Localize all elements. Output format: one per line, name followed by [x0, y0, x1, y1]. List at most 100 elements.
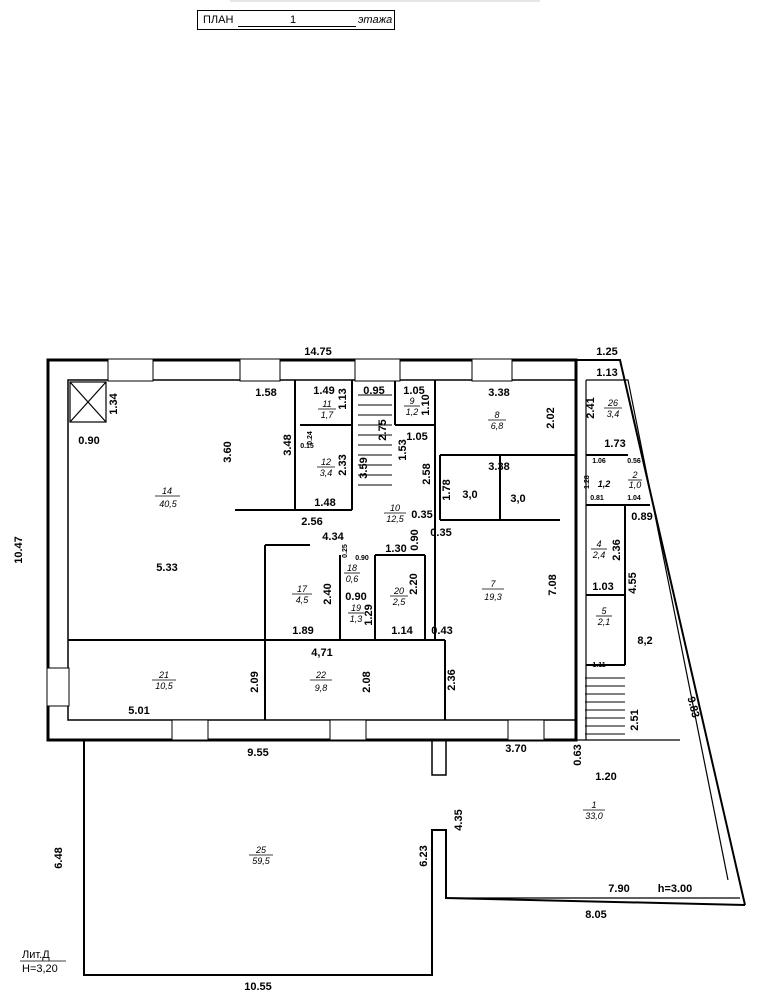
room-14-number: 14	[162, 486, 172, 496]
dim-2-33: 2.33	[337, 454, 349, 475]
dim-1-13-top: 1.13	[596, 367, 617, 379]
dim-2-58: 2.58	[421, 463, 433, 484]
dim-0-35-b: 0.35	[430, 527, 451, 539]
dim-1-13-mid: 1.13	[337, 388, 349, 409]
dim-2-20: 2.20	[408, 573, 420, 594]
room-14-area: 40,5	[159, 499, 178, 509]
dim-4-35: 4.35	[453, 809, 465, 830]
dim-8-2: 8,2	[637, 635, 652, 647]
walls	[46, 358, 746, 976]
dim-3-60: 3.60	[222, 441, 234, 462]
dim-1-20: 1.20	[595, 771, 616, 783]
room-19-number: 19	[351, 603, 361, 613]
room-8-area: 6,8	[491, 421, 504, 431]
dim-1-05-mid: 1.05	[406, 431, 427, 443]
room-20-number: 20	[393, 586, 404, 596]
room-2-number: 2	[631, 470, 637, 480]
dim-10-47: 10.47	[13, 536, 25, 564]
lower-notch	[431, 740, 447, 776]
room-26-area: 3,4	[607, 409, 620, 419]
building-label: Лит.Д H=3,20	[20, 949, 66, 975]
room-21-number: 21	[158, 670, 169, 680]
room-18-area: 0,6	[346, 574, 359, 584]
dim-1-2: 1,2	[598, 479, 611, 489]
room-11-number: 11	[322, 399, 331, 409]
building-lit: Лит.Д	[22, 949, 50, 961]
dim-2-41: 2.41	[585, 397, 597, 418]
room-22-area: 9,8	[315, 683, 328, 693]
dim-0-90-wc: 0.90	[345, 591, 366, 603]
room-9-area: 1,2	[406, 407, 419, 417]
dim-5-33: 5.33	[156, 562, 177, 574]
dim-0-90-small: 0.90	[355, 555, 369, 562]
room-12-area: 3,4	[320, 468, 333, 478]
dim-9-83: 9.83	[684, 695, 701, 719]
dim-14-75: 14.75	[304, 346, 332, 358]
room-25-area: 59,5	[252, 856, 271, 866]
dim-4-55: 4.55	[627, 572, 639, 593]
dim-1-49: 1.49	[313, 385, 334, 397]
dim-1-34: 1.34	[108, 392, 120, 414]
dim-0-95: 0.95	[363, 385, 384, 397]
room-8-number: 8	[494, 410, 499, 420]
window-3	[354, 358, 401, 382]
dim-1-89: 1.89	[292, 625, 313, 637]
window-8	[507, 719, 545, 741]
window-1	[107, 358, 154, 382]
dim-3-38-mid: 3.38	[488, 461, 509, 473]
dim-7-90: 7.90	[608, 883, 629, 895]
room-10-area: 12,5	[386, 514, 405, 524]
room-11-area: 1,7	[321, 410, 335, 420]
dim-1-73: 1.73	[604, 438, 625, 450]
dim-1-25: 1.25	[596, 346, 617, 358]
dim-8-05: 8.05	[585, 909, 606, 921]
dim-0-35-a: 0.35	[411, 509, 432, 521]
dim-0-90-mid: 0.90	[409, 529, 421, 550]
room-25-number: 25	[255, 845, 267, 855]
dim-0-15: 0.15	[300, 443, 314, 450]
dim-10-55: 10.55	[244, 981, 272, 993]
dim-1-78: 1.78	[441, 479, 453, 500]
dim-6-23: 6.23	[418, 845, 430, 866]
dim-6-48: 6.48	[53, 847, 65, 868]
floor-number: 1	[290, 14, 297, 26]
window-2	[239, 358, 281, 382]
room-22-number: 22	[315, 670, 326, 680]
dim-1-48: 1.48	[314, 497, 335, 509]
dim-0-63: 0.63	[572, 744, 584, 765]
floor-suffix: этажа	[358, 14, 393, 26]
dim-0-43: 0.43	[431, 625, 452, 637]
room-9-number: 9	[409, 396, 414, 406]
dim-1-04: 1.04	[627, 495, 641, 502]
dim-4-34: 4.34	[322, 531, 344, 543]
dim-1-28: 1.28	[584, 475, 591, 489]
room-1-number: 1	[591, 800, 596, 810]
window-4	[471, 358, 513, 382]
room-1-area: 33,0	[585, 811, 603, 821]
room-12-number: 12	[321, 457, 331, 467]
room-7-area: 19,3	[484, 592, 502, 602]
dim-9-55: 9.55	[247, 747, 268, 759]
title-underline	[238, 26, 356, 27]
dim-0-56: 0.56	[627, 458, 641, 465]
room-17-number: 17	[297, 584, 308, 594]
windows	[46, 358, 545, 741]
dim-1-58: 1.58	[255, 387, 276, 399]
dim-3-59: 3.59	[358, 457, 370, 478]
room-26-number: 26	[607, 398, 618, 408]
dim-3-0-a: 3,0	[462, 489, 477, 501]
room-17-area: 4,5	[296, 595, 310, 605]
dim-1-14: 1.14	[391, 625, 413, 637]
dim-1-30: 1.30	[385, 543, 406, 555]
lower-outer	[48, 739, 746, 976]
room-5-number: 5	[601, 606, 607, 616]
dim-1-05-top: 1.05	[403, 385, 424, 397]
room-2-area: 1,0	[629, 480, 642, 490]
dim-3-70: 3.70	[505, 743, 526, 755]
dim-4-71: 4,71	[311, 647, 332, 659]
dim-3-38-top: 3.38	[488, 387, 509, 399]
room-labels: 14 40,5 11 1,7 12 3,4 9 1,2 8 6,8 10 12,…	[152, 396, 642, 866]
dim-3-0-b: 3,0	[510, 493, 525, 505]
dim-h-3-00: h=3.00	[658, 883, 693, 895]
dim-2-09: 2.09	[249, 671, 261, 692]
